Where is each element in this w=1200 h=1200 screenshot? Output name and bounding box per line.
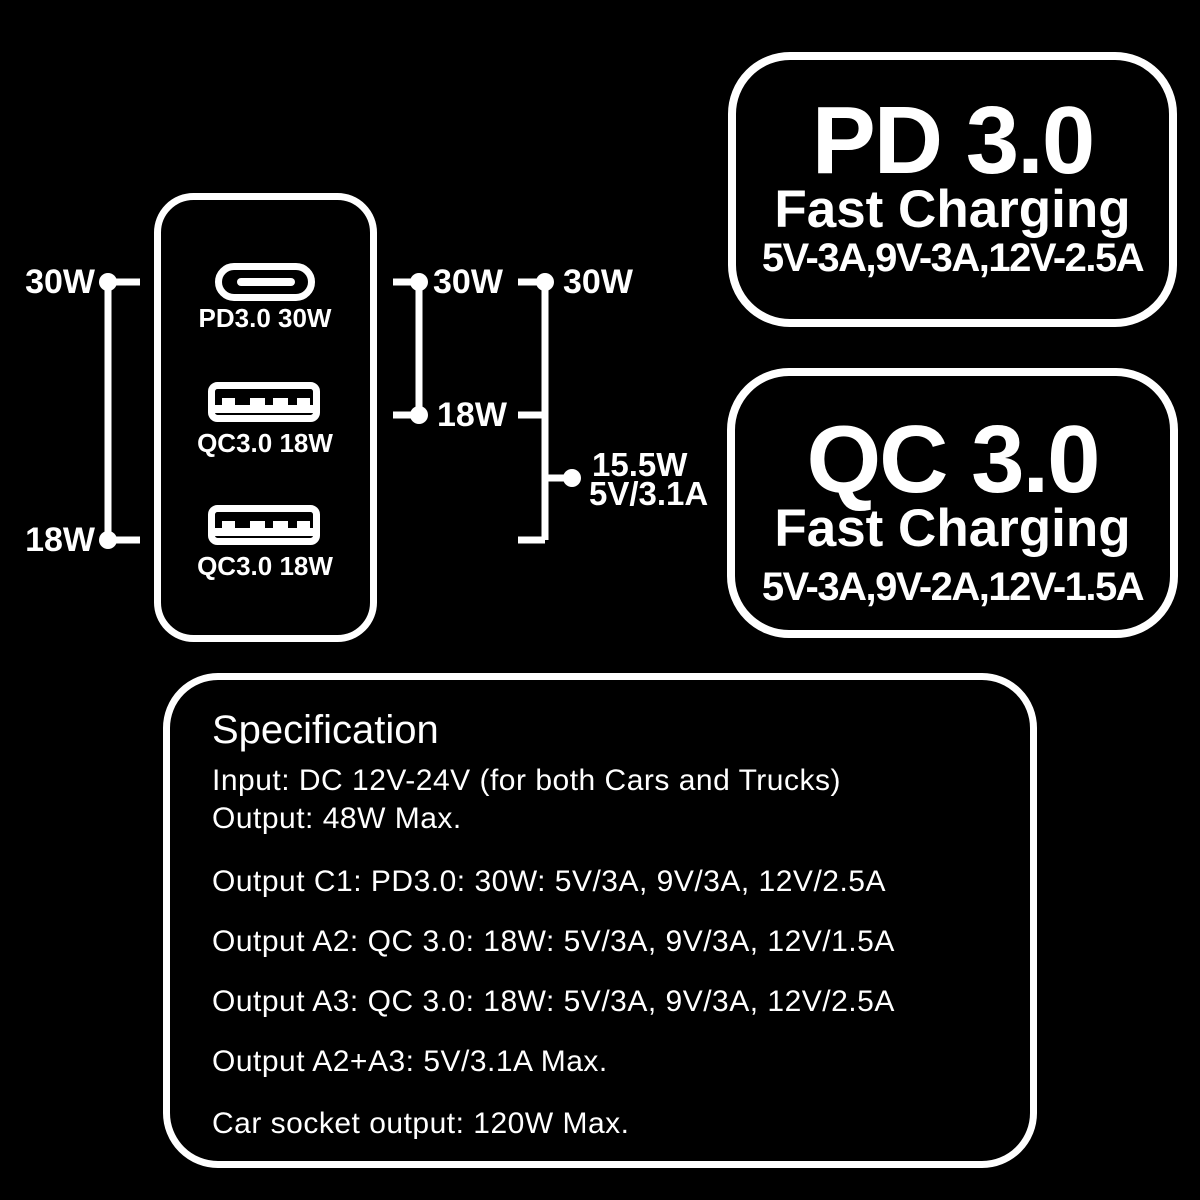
specification-box: Specification Input: DC 12V-24V (for bot…: [163, 673, 1037, 1168]
spec-line-output-c1: Output C1: PD3.0: 30W: 5V/3A, 9V/3A, 12V…: [212, 865, 886, 898]
qc30-badge-detail: 5V-3A,9V-2A,12V-1.5A: [761, 565, 1145, 609]
combined-amperage-label: 5V/3.1A: [589, 475, 709, 512]
spec-line-output-a2: Output A2: QC 3.0: 18W: 5V/3A, 9V/3A, 12…: [212, 925, 895, 958]
spec-line-output-total: Output: 48W Max.: [212, 802, 462, 835]
spec-line-output-a3: Output A3: QC 3.0: 18W: 5V/3A, 9V/3A, 12…: [212, 985, 895, 1018]
right-bracket: [518, 273, 581, 544]
specification-title: Specification: [212, 708, 439, 752]
right-top-wattage-label: 30W: [563, 263, 633, 301]
spec-line-car-socket: Car socket output: 120W Max.: [212, 1107, 630, 1140]
combined-wattage-label: 15.5W: [592, 446, 688, 483]
charger-body-outline: [154, 193, 377, 642]
left-top-wattage-label: 30W: [25, 263, 95, 301]
usb-a-port-1-label: QC3.0 18W: [197, 428, 333, 458]
usb-a-port-icon-2: [208, 505, 320, 545]
mid-bracket: [393, 273, 428, 424]
mid-bottom-wattage-label: 18W: [437, 396, 507, 434]
usb-c-port-icon: [215, 263, 315, 301]
usb-a-port-2-label: QC3.0 18W: [197, 551, 333, 581]
qc30-badge: QC 3.0 Fast Charging 5V-3A,9V-2A,12V-1.5…: [727, 368, 1178, 638]
left-bottom-wattage-label: 18W: [25, 521, 95, 559]
spec-line-output-a2a3: Output A2+A3: 5V/3.1A Max.: [212, 1045, 608, 1078]
left-bracket: [99, 273, 140, 549]
usb-c-port-label: PD3.0 30W: [198, 303, 332, 333]
pd30-badge-detail: 5V-3A,9V-3A,12V-2.5A: [761, 236, 1145, 280]
pd30-badge: PD 3.0 Fast Charging 5V-3A,9V-3A,12V-2.5…: [728, 52, 1177, 327]
usb-a-port-icon-1: [208, 382, 320, 422]
pd30-badge-subtitle: Fast Charging: [774, 180, 1131, 239]
mid-top-wattage-label: 30W: [433, 263, 503, 301]
spec-line-input: Input: DC 12V-24V (for both Cars and Tru…: [212, 764, 841, 797]
qc30-badge-title: QC 3.0: [806, 406, 1100, 513]
qc30-badge-subtitle: Fast Charging: [774, 499, 1131, 558]
pd30-badge-title: PD 3.0: [811, 87, 1095, 194]
